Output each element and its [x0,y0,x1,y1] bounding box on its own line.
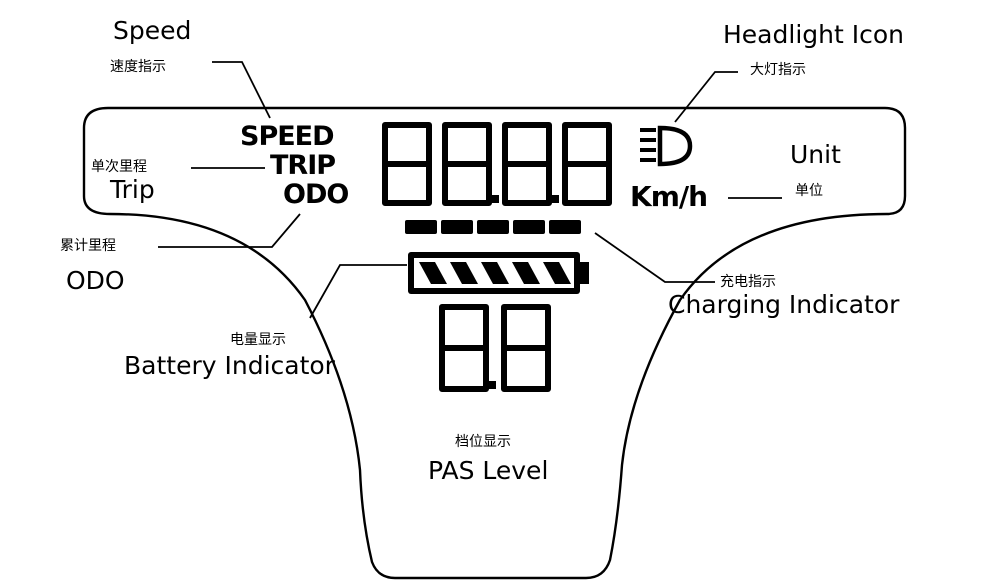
speed-digits [382,122,612,206]
trip-label-cn: 单次里程 [91,159,147,175]
charging-indicator-segments [405,220,581,234]
lcd-odo-word: ODO [283,179,349,210]
speed-decimal-points [491,195,559,203]
speed-label-cn: 速度指示 [110,59,166,75]
charging-segment [405,220,437,234]
headlight-icon [640,125,693,167]
battery-bars [419,262,571,284]
decimal-point [488,381,496,389]
headlight-label-cn: 大灯指示 [750,62,806,78]
charging-leader [594,232,715,283]
headlight-leader [674,71,738,123]
seven-segment-digit [439,304,489,392]
lcd-unit-word: Km/h [630,180,708,213]
decimal-point [491,195,499,203]
seven-segment-digit [501,304,551,392]
unit-label: Unit [790,140,841,169]
charging-label-cn: 充电指示 [720,274,776,290]
pas-label: PAS Level [428,456,549,485]
lcd-speed-word: SPEED [240,121,335,152]
battery-bar [543,262,571,284]
pas-label-cn: 档位显示 [455,434,511,450]
seven-segment-digit [562,122,612,206]
odo-leader [158,213,301,248]
speed-label: Speed [113,16,192,45]
charging-segment [477,220,509,234]
leader-lines [158,61,782,319]
display-outline [82,106,907,580]
speed-leader [212,61,271,119]
battery-leader [309,264,407,319]
headlight-label: Headlight Icon [723,20,904,49]
pas-decimal-point [488,381,496,389]
seven-segment-digit [382,122,432,206]
battery-bar [512,262,540,284]
battery-bar [481,262,509,284]
charging-segment [513,220,545,234]
odo-label-cn: 累计里程 [60,238,116,254]
charging-segment [441,220,473,234]
decimal-point [551,195,559,203]
seven-segment-digit [442,122,492,206]
lcd-trip-word: TRIP [270,150,336,181]
battery-label-cn: 电量显示 [230,332,286,348]
unit-label-cn: 单位 [795,183,823,199]
seven-segment-digit [502,122,552,206]
charging-label: Charging Indicator [668,290,900,319]
charging-segment [549,220,581,234]
trip-label: Trip [110,175,155,204]
pas-digits [439,304,551,392]
battery-label: Battery Indicator [124,351,335,380]
battery-icon [408,252,589,294]
odo-label: ODO [66,266,125,295]
battery-bar [419,262,447,284]
battery-bar [450,262,478,284]
